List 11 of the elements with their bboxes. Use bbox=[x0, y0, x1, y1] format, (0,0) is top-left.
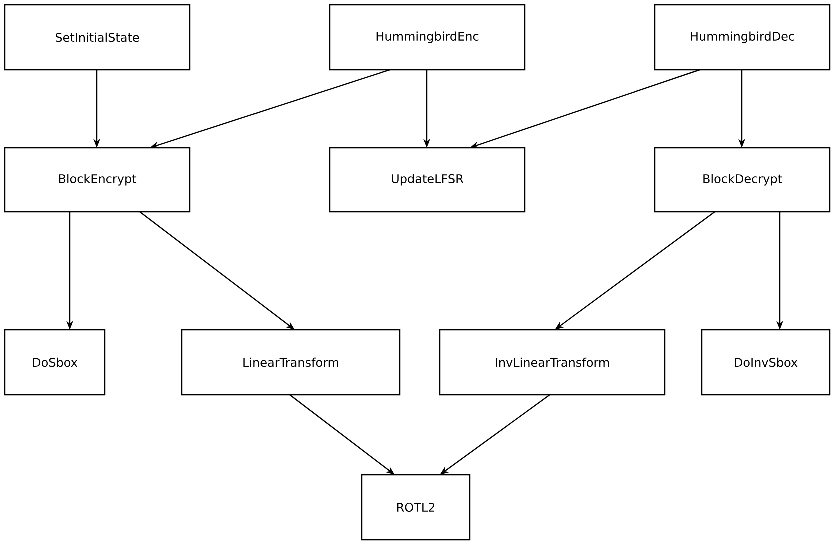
process-box: BlockEncrypt bbox=[4, 147, 191, 213]
process-box: HummingbirdEnc bbox=[329, 4, 526, 71]
process-box: DoSbox bbox=[4, 329, 106, 396]
process-box: SetInitialState bbox=[4, 4, 191, 71]
process-box: DoInvSbox bbox=[701, 329, 831, 396]
process-box: InvLinearTransform bbox=[439, 329, 666, 396]
process-box: ROTL2 bbox=[361, 474, 471, 541]
process-box: UpdateLFSR bbox=[329, 147, 526, 213]
process-box: HummingbirdDec bbox=[654, 4, 831, 71]
process-box: BlockDecrypt bbox=[654, 147, 831, 213]
process-box: LinearTransform bbox=[181, 329, 401, 396]
